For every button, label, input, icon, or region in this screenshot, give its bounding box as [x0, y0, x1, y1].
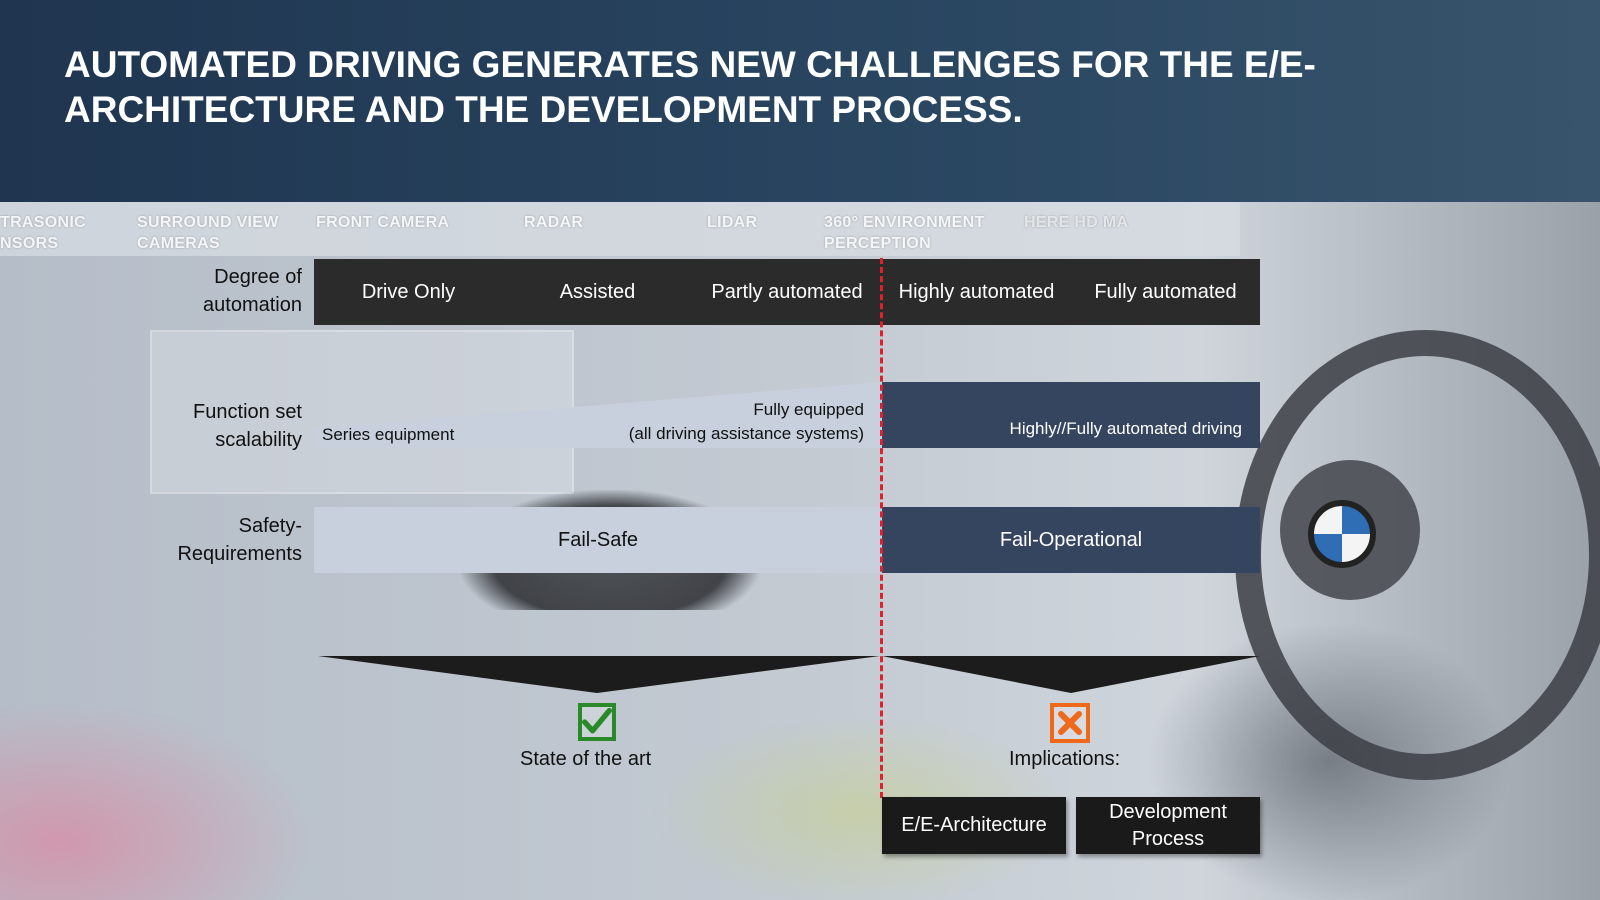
fail-safe-block: Fail-Safe [314, 507, 882, 573]
funnel-right [882, 656, 1260, 693]
automation-level-bar [314, 259, 1260, 325]
cross-icon [1050, 703, 1090, 743]
brand-logo-icon [1308, 500, 1376, 568]
sensor-label-lidar: LIDAR [707, 214, 758, 231]
row-label-function: Function set scalability [193, 401, 302, 451]
fail-operational-block: Fail-Operational [882, 507, 1260, 573]
sensor-label-360: 360° ENVIRONMENT PERCEPTION [824, 214, 985, 252]
funnel-arrows [318, 656, 1260, 693]
level-assisted: Assisted [559, 280, 636, 303]
row-label-degree: Degree of automation [203, 266, 302, 316]
checkmark-icon [578, 703, 616, 741]
level-fully: Fully automated [1094, 280, 1237, 303]
row-label-safety: Safety-Requirements [177, 515, 302, 565]
sensor-strip [0, 202, 1240, 256]
sensor-label-front-camera: FRONT CAMERA [316, 214, 450, 231]
series-equipment-label: Series equipment [322, 425, 455, 444]
header-banner: AUTOMATED DRIVING GENERATES NEW CHALLENG… [0, 0, 1600, 202]
fully-equipped-label: Fully equipped (all driving assistance s… [628, 400, 864, 443]
sensor-label-here-hd: HERE HD MA [1024, 214, 1129, 231]
truck-image [150, 330, 574, 494]
slide-title: AUTOMATED DRIVING GENERATES NEW CHALLENG… [64, 44, 1316, 130]
funnel-left [318, 656, 880, 693]
state-of-art-label: State of the art [520, 748, 652, 770]
level-drive-only: Drive Only [361, 280, 456, 303]
sensor-label-radar: RADAR [524, 214, 584, 231]
sensor-label-surround: SURROUND VIEW CAMERAS [137, 214, 279, 252]
level-highly: Highly automated [898, 280, 1055, 303]
level-partly: Partly automated [711, 280, 863, 303]
highly-fully-label: Highly//Fully automated driving [1009, 419, 1242, 438]
ee-architecture-box: E/E-Architecture [882, 797, 1066, 854]
red-dashed-divider [880, 258, 883, 798]
development-process-box: Development Process [1076, 797, 1260, 854]
sensor-label-ultrasonic: TRASONIC NSORS [0, 214, 86, 252]
function-set-automated-block [882, 382, 1260, 448]
implications-label: Implications: [1009, 748, 1121, 770]
